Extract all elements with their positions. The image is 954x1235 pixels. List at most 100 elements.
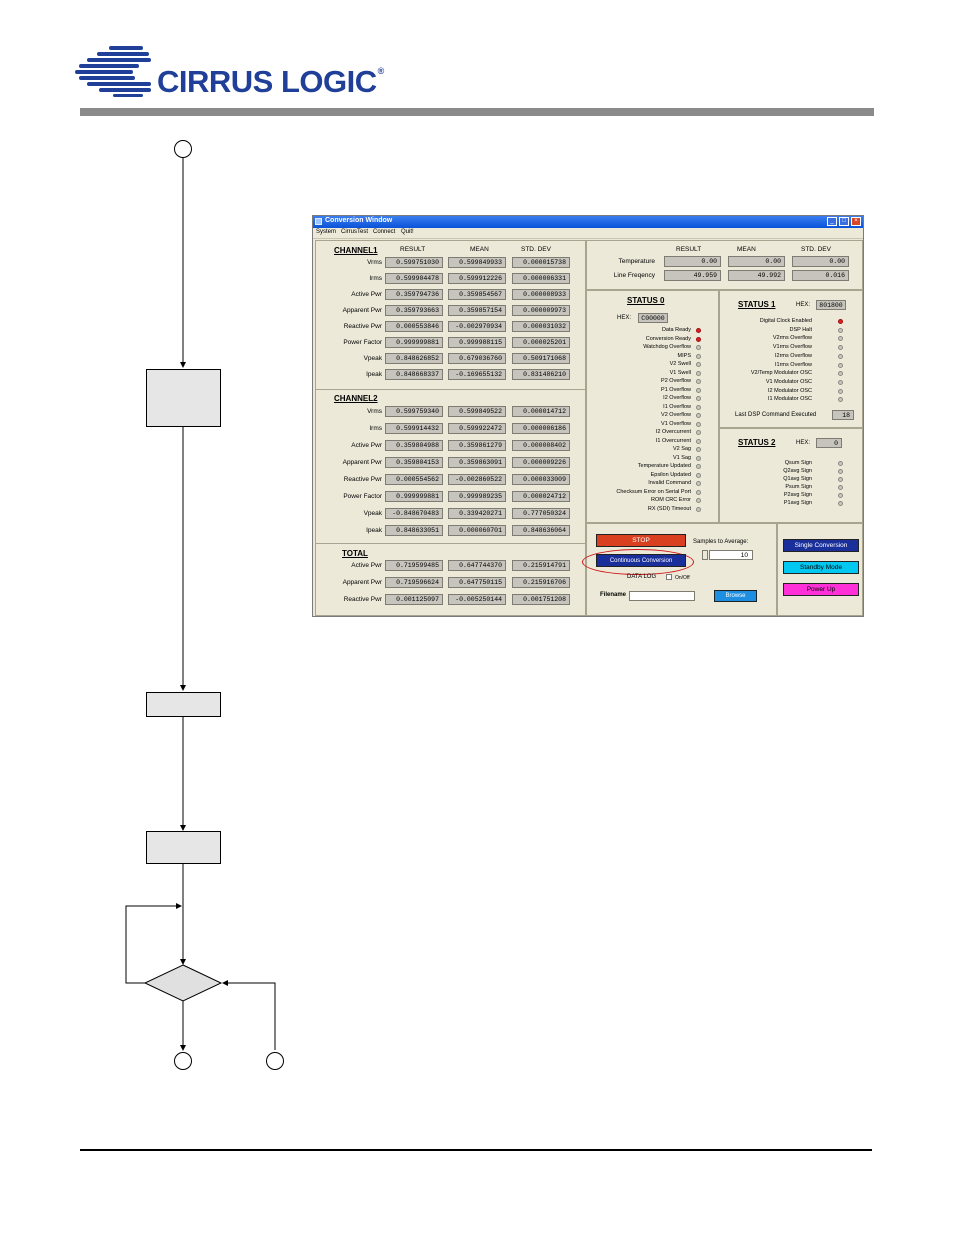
filename-label: Filename — [600, 592, 627, 598]
field-result: 0.599759340 — [385, 406, 443, 417]
field-std: 0.000014712 — [512, 406, 570, 417]
row-label: Apparent Pwr — [342, 579, 382, 586]
filename-input[interactable] — [629, 591, 695, 601]
mode-panel: Single Conversion Standby Mode Power Up — [777, 523, 863, 616]
row-label: Active Pwr — [351, 442, 382, 449]
row-label: Power Factor — [343, 339, 382, 346]
title-bar[interactable]: Conversion Window _ □ × — [313, 216, 863, 228]
field-mean: 0.359857154 — [448, 305, 506, 316]
samples-input[interactable]: 10 — [709, 550, 753, 560]
status-label: Checksum Error on Serial Port — [616, 488, 691, 495]
status-led-icon — [838, 397, 843, 403]
field-std: 0.215916706 — [512, 577, 570, 588]
status-label: Epsilon Updated — [650, 471, 691, 478]
field-result: 0.359804988 — [385, 440, 443, 451]
browse-button[interactable]: Browse — [714, 590, 757, 602]
minimize-icon[interactable]: _ — [827, 217, 837, 226]
row-label: Reactive Pwr — [343, 476, 382, 483]
status0-hex-value: C00000 — [638, 313, 668, 323]
field-result: 0.848668337 — [385, 369, 443, 380]
status-led-icon — [696, 498, 701, 503]
field-std: 0.000015738 — [512, 257, 570, 268]
samples-spinner-icon[interactable] — [702, 550, 708, 560]
status-led-icon — [838, 345, 843, 351]
row-label: Irms — [369, 425, 382, 432]
field-mean: 0.999988115 — [448, 337, 506, 348]
field-result: 0.999999881 — [385, 337, 443, 348]
status-label: Qsum Sign — [784, 460, 812, 466]
status-label: I2rms Overflow — [775, 352, 812, 359]
status-label: MIPS — [677, 352, 691, 359]
field-mean: 0.359854567 — [448, 289, 506, 300]
status-led-icon — [696, 489, 701, 495]
field-std: 0.000033009 — [512, 474, 570, 485]
status-label: V2 Swell — [669, 361, 691, 367]
status-led-icon — [696, 379, 701, 384]
col-header-std: STD. DEV — [521, 246, 551, 253]
menu-cirrustest[interactable]: CirrusTest — [341, 229, 369, 235]
field-mean: 0.999989235 — [448, 491, 506, 502]
menu-connect[interactable]: Connect — [373, 229, 396, 235]
status-label: V2rms Overflow — [772, 335, 812, 342]
continuous-conversion-button[interactable]: Continuous Conversion — [596, 554, 686, 567]
row-label: Apparent Pwr — [342, 459, 382, 466]
close-icon[interactable]: × — [851, 217, 861, 226]
field-result: 0.00 — [664, 256, 721, 267]
datalog-checkbox[interactable] — [666, 574, 672, 580]
stop-button[interactable]: STOP — [596, 534, 686, 547]
single-conversion-button[interactable]: Single Conversion — [783, 539, 859, 552]
status-led-icon — [838, 493, 843, 498]
field-std: 0.831486210 — [512, 369, 570, 380]
field-result: 0.359794736 — [385, 289, 443, 300]
status-label: V1rms Overflow — [772, 344, 812, 351]
status-label: Digital Clock Enabled — [759, 318, 812, 324]
env-col-result: RESULT — [676, 246, 702, 253]
status-label: Temperature Updated — [637, 463, 691, 469]
decision-diamond — [143, 964, 223, 1002]
status2-title: STATUS 2 — [738, 438, 776, 447]
section-divider — [316, 543, 585, 544]
status1-panel: STATUS 1 HEX: 801800 Digital Clock Enabl… — [719, 290, 863, 428]
field-result: 0.001125097 — [385, 594, 443, 605]
continuous-highlight — [582, 549, 694, 575]
status1-hex-value: 801800 — [816, 300, 846, 310]
status-label: I1 Modulator OSC — [767, 396, 812, 403]
status-led-icon — [838, 485, 843, 490]
status-label: V2 Overflow — [661, 412, 691, 418]
field-std: 0.000008933 — [512, 289, 570, 300]
status-led-icon — [696, 336, 701, 342]
field-std: 0.000009226 — [512, 457, 570, 468]
menu-system[interactable]: System — [316, 229, 337, 235]
maximize-icon[interactable]: □ — [839, 217, 849, 226]
power-up-button[interactable]: Power Up — [783, 583, 859, 596]
status-label: P2avg Sign — [783, 492, 812, 498]
status-label: P1 Overflow — [661, 386, 691, 393]
field-mean: 0.359863091 — [448, 457, 506, 468]
field-std: 0.000006186 — [512, 423, 570, 434]
menu-quit[interactable]: Quit! — [401, 229, 414, 235]
row-label: Temperature — [618, 258, 656, 265]
connector-circle-top — [174, 140, 192, 158]
col-header-mean: MEAN — [470, 246, 489, 253]
status-label: V2/Temp Modulator OSC — [750, 370, 812, 377]
field-std: 0.000031032 — [512, 321, 570, 332]
field-result: 0.359804153 — [385, 457, 443, 468]
status-label: P2 Overflow — [661, 378, 691, 384]
status-label: Data Ready — [661, 327, 691, 333]
field-mean: 0.00 — [728, 256, 785, 267]
row-label: Active Pwr — [351, 562, 382, 569]
standby-mode-button[interactable]: Standby Mode — [783, 561, 859, 574]
status-led-icon — [696, 362, 701, 367]
status0-title: STATUS 0 — [627, 296, 665, 305]
